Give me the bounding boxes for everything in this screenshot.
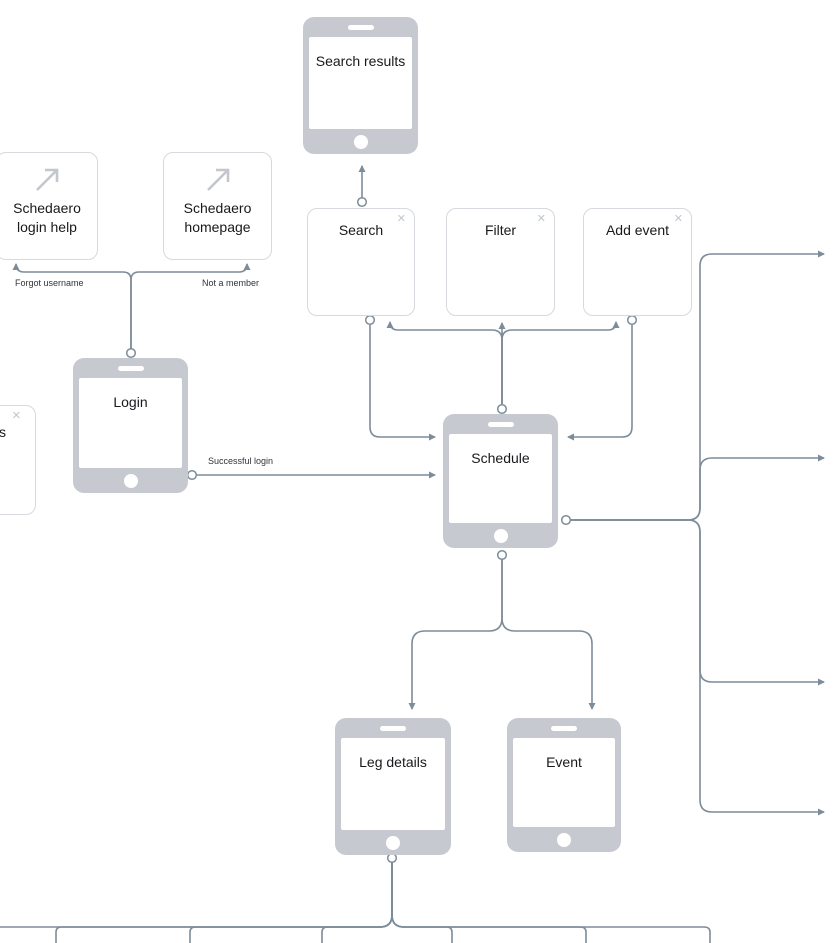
screen-title: Event: [546, 754, 582, 770]
phone-home-button: [386, 836, 400, 850]
phone-event[interactable]: Event: [507, 718, 621, 852]
connector-login-to-login-help[interactable]: [12, 263, 132, 349]
connector-schedule-to-add-event[interactable]: [501, 321, 620, 404]
phone-speaker: [117, 366, 144, 371]
phone-leg-details[interactable]: Leg details: [335, 718, 451, 855]
phone-home-button: [123, 474, 138, 488]
phone-home-button: [557, 833, 571, 847]
link-card-schedaero-homepage[interactable]: Schedaero homepage: [163, 152, 272, 260]
phone-login[interactable]: Login: [73, 358, 188, 493]
connector-schedule-to-search[interactable]: [386, 321, 503, 404]
connection-socket[interactable]: [496, 549, 508, 561]
phone-speaker: [380, 726, 406, 731]
phone-screen: Event: [513, 738, 615, 827]
connector-schedule-to-leg-details[interactable]: [408, 559, 503, 710]
link-card-schedaero-login-help[interactable]: Schedaero login help: [0, 152, 98, 260]
connection-socket[interactable]: [560, 514, 572, 526]
connector-leg-details-bottom-branch-5[interactable]: [391, 862, 587, 943]
external-link-arrow-icon: [36, 168, 59, 191]
connection-socket[interactable]: [496, 403, 508, 415]
phone-screen: Leg details: [341, 738, 445, 830]
connector-search-to-schedule[interactable]: [369, 325, 436, 441]
phone-schedule[interactable]: Schedule: [443, 414, 558, 548]
link-card-title: Schedaero login help: [13, 200, 81, 235]
phone-speaker: [487, 422, 514, 427]
connector-label-forgot-username[interactable]: Forgot username: [15, 278, 84, 288]
connector-login-to-homepage[interactable]: [130, 263, 251, 349]
close-icon[interactable]: ✕: [11, 410, 21, 422]
phone-home-button: [353, 135, 368, 149]
connection-socket[interactable]: [626, 314, 638, 326]
connector-schedule-to-right-branch-2[interactable]: [571, 454, 825, 521]
phone-speaker: [347, 25, 374, 30]
connector-label-successful-login[interactable]: Successful login: [208, 456, 274, 466]
card-filter[interactable]: ✕ Filter: [446, 208, 555, 316]
card-title: Filter: [484, 222, 517, 238]
card-search[interactable]: ✕ Search: [307, 208, 415, 316]
connector-leg-details-bottom-branch-6[interactable]: [391, 862, 711, 943]
connection-socket[interactable]: [356, 196, 368, 208]
connection-socket[interactable]: [125, 347, 137, 359]
connector-schedule-to-right-branch-4[interactable]: [571, 519, 825, 816]
connector-leg-details-bottom-branch-1[interactable]: [55, 862, 393, 943]
phone-home-button: [493, 529, 508, 543]
connector-leg-details-bottom-left-run[interactable]: [0, 862, 393, 928]
screen-title: Search results: [315, 53, 406, 69]
link-card-title: Schedaero homepage: [183, 200, 252, 235]
card-title: Search: [338, 222, 384, 238]
connector-schedule-to-event[interactable]: [501, 559, 596, 710]
connector-schedule-to-right-branch-3[interactable]: [571, 519, 825, 686]
connector-leg-details-bottom-branch-3[interactable]: [321, 862, 393, 943]
phone-search-results[interactable]: Search results: [303, 17, 418, 154]
screen-title: Schedule: [471, 450, 530, 466]
phone-screen: Schedule: [449, 434, 552, 523]
card-title: Add event: [605, 222, 670, 238]
card-title-fragment: s: [0, 424, 6, 440]
close-icon[interactable]: ✕: [536, 213, 546, 225]
connector-add-event-to-schedule[interactable]: [567, 325, 633, 441]
card-partial-left[interactable]: ✕ s: [0, 405, 36, 515]
close-icon[interactable]: ✕: [673, 213, 683, 225]
phone-speaker: [551, 726, 577, 731]
connector-label-not-a-member[interactable]: Not a member: [202, 278, 260, 288]
external-link-arrow-icon: [206, 168, 229, 191]
phone-screen: Search results: [309, 37, 412, 129]
screen-title: Leg details: [359, 754, 427, 770]
connector-leg-details-bottom-branch-2[interactable]: [189, 862, 393, 943]
close-icon[interactable]: ✕: [396, 213, 406, 225]
screen-title: Login: [113, 394, 148, 410]
phone-screen: Login: [79, 378, 182, 468]
connector-leg-details-bottom-branch-4[interactable]: [391, 862, 453, 943]
connection-socket[interactable]: [364, 314, 376, 326]
card-add-event[interactable]: ✕ Add event: [583, 208, 692, 316]
connection-socket[interactable]: [186, 469, 198, 481]
